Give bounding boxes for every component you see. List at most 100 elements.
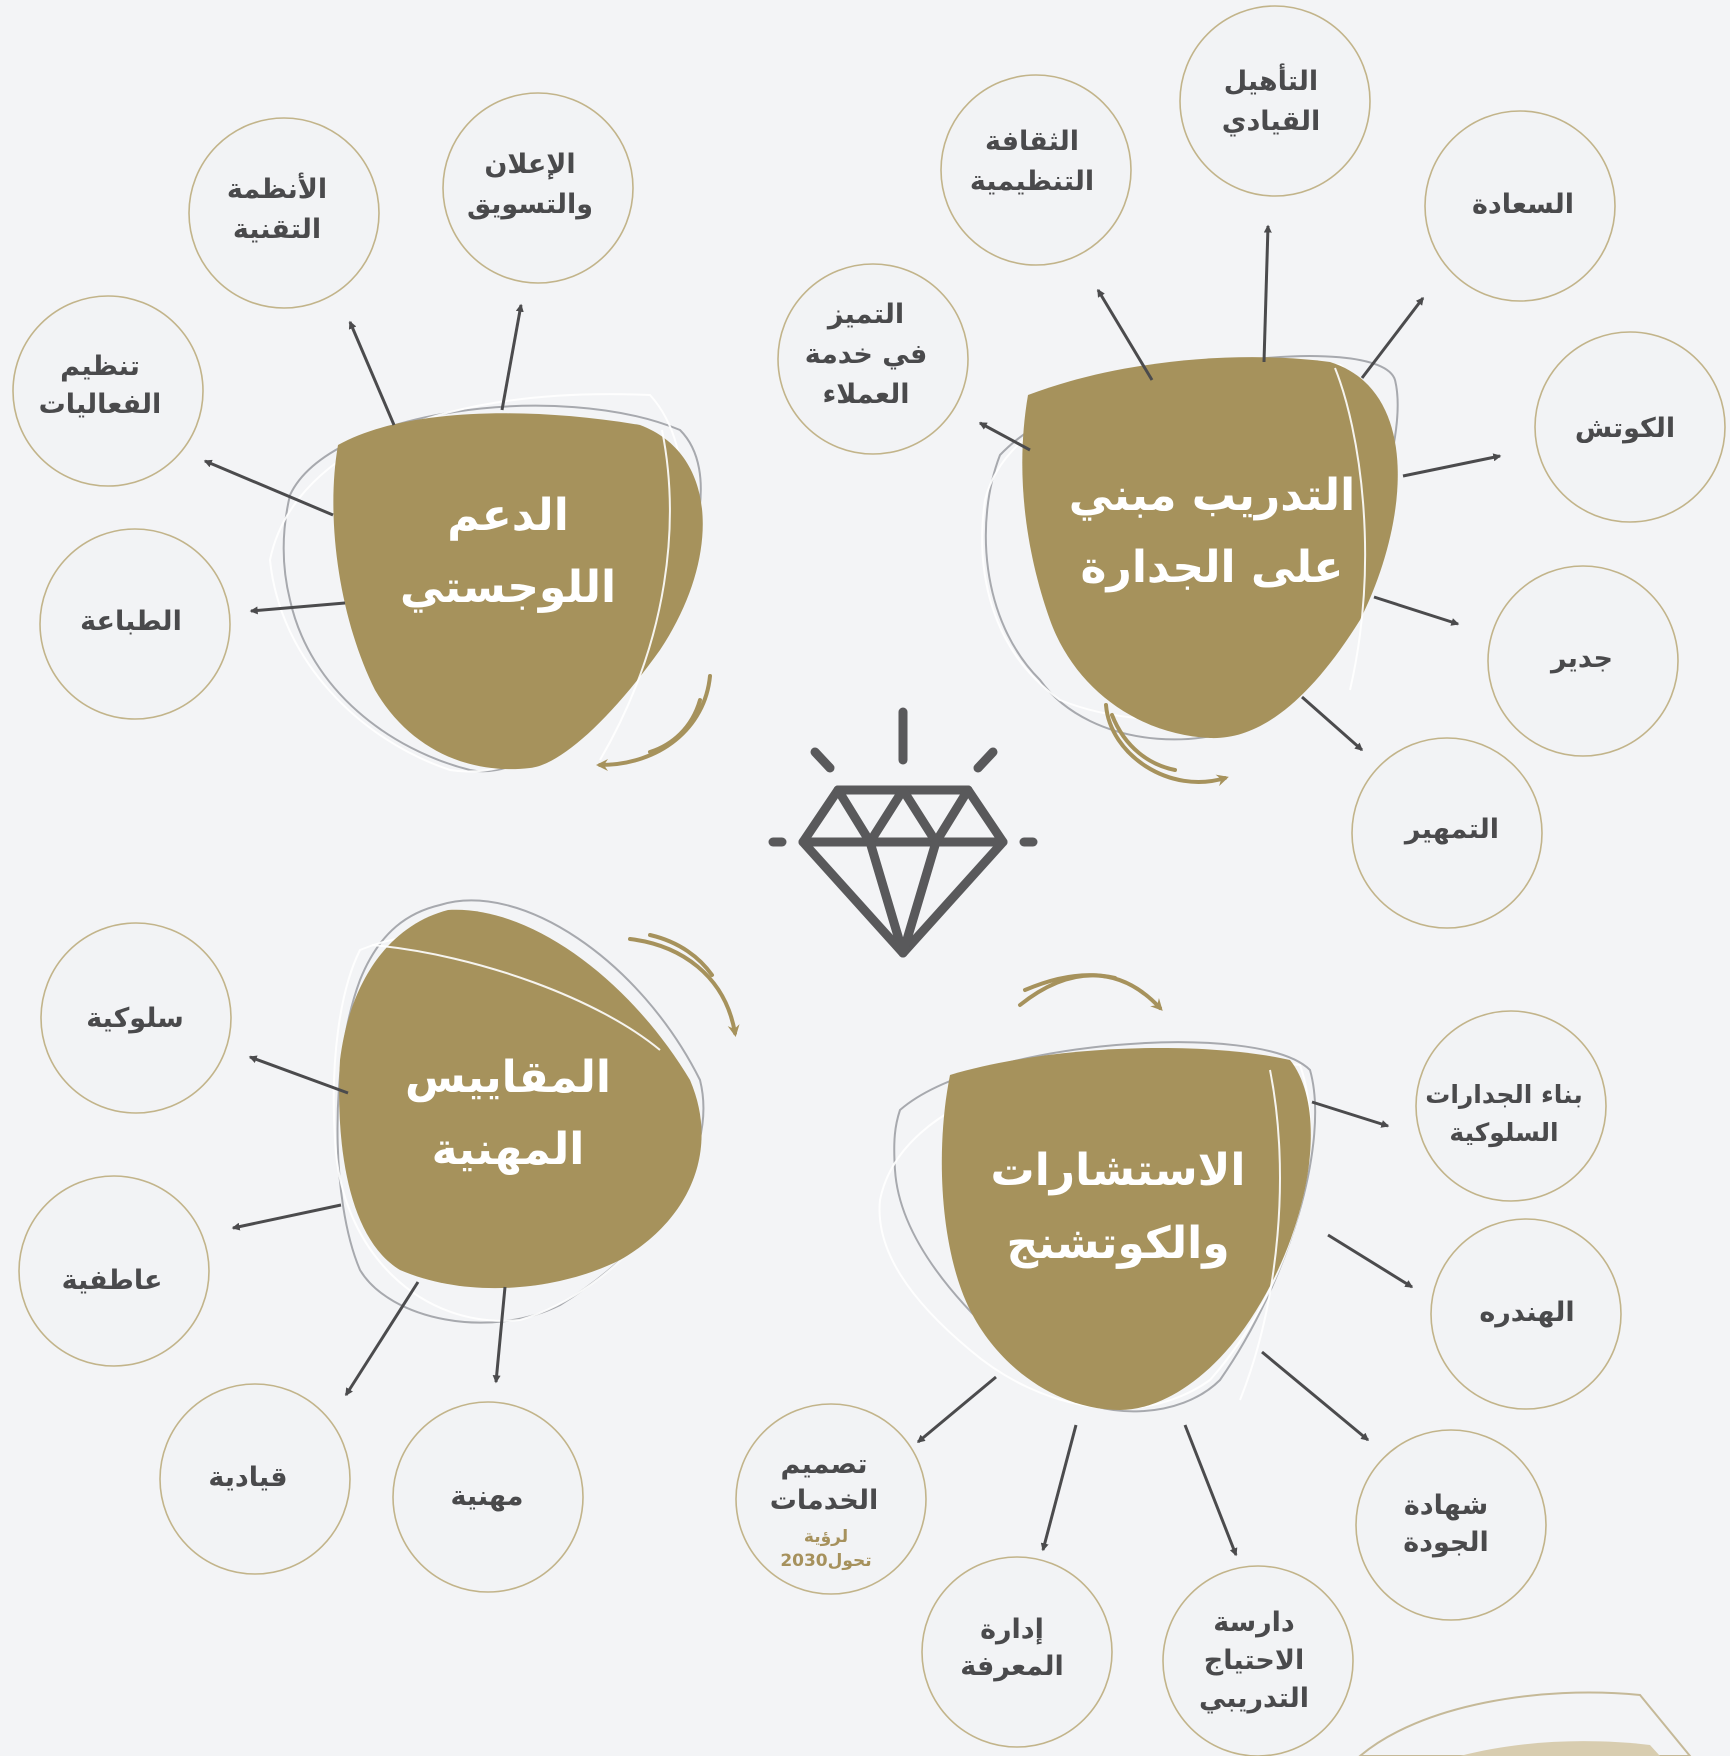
hub-logistic-line1: الدعم [447,490,569,541]
node-quality-certificate[interactable]: شهادة الجودة [1355,1429,1547,1621]
node-leadership-qualification[interactable]: التأهيل القيادي [1179,5,1371,197]
node-note: لرؤية [804,1527,848,1547]
node-label: التميز [826,299,904,330]
node-coach[interactable]: الكوتش [1534,331,1726,523]
node-label: سلوكية [86,1003,184,1034]
node-label: تصميم [780,1449,867,1480]
arrow [348,320,396,426]
arrow [249,601,346,615]
node-label: التأهيل [1224,63,1318,97]
node-label: الجودة [1403,1527,1489,1558]
node-building-competencies[interactable]: بناء الجدارات السلوكية [1415,1010,1607,1202]
hub-measures-line1: المقاييس [405,1052,611,1103]
node-label: قيادية [208,1462,287,1493]
node-label: التقنية [233,214,321,245]
hub-competency-arrows [978,224,1502,752]
node-happiness[interactable]: السعادة [1424,110,1616,302]
node-label: السعادة [1472,189,1574,220]
arrow [1040,1424,1078,1552]
node-label: العملاء [822,379,909,410]
node-label: القيادي [1222,106,1321,137]
node-leadership[interactable]: قيادية [159,1383,351,1575]
arrow [1262,224,1272,363]
decorative-partial-shape [1358,1691,1692,1756]
arrow [231,1203,342,1231]
hub-professional-measures[interactable]: المقاييس المهنية [332,899,705,1324]
node-label: في خدمة [805,339,928,370]
node-label: الاحتياج [1204,1645,1304,1676]
node-label: تنظيم [60,351,140,382]
hub-competency-line1: التدريب مبني [1069,470,1355,521]
arrow [492,1286,507,1384]
arrow [500,303,524,411]
node-training-needs-study[interactable]: دارسة الاحتياج التدريبي [1162,1565,1354,1756]
node-label: شهادة [1404,1490,1488,1521]
node-label: الهندره [1479,1297,1574,1328]
node-service-design[interactable]: تصميم الخدمات لرؤية تحول2030 [735,1403,927,1595]
node-label: الطباعة [80,606,182,637]
node-note: تحول2030 [780,1551,871,1571]
node-professional[interactable]: مهنية [392,1401,584,1593]
arrow [1311,1100,1390,1128]
arrow [1183,1424,1238,1557]
hub-logistic-line2: اللوجستي [400,562,616,613]
node-label: بناء الجدارات [1425,1080,1583,1109]
node-label: التدريبي [1199,1683,1309,1714]
node-label: الفعاليات [39,389,162,420]
node-technical-systems[interactable]: الأنظمة التقنية [188,117,380,309]
arrow [1402,453,1502,478]
hub-measures-arrows [231,1055,507,1397]
node-label: الثقافة [985,126,1079,157]
node-behavioral[interactable]: سلوكية [40,922,232,1114]
hub-consulting-line2: والكوتشنج [1006,1218,1229,1269]
node-label: التمهير [1403,814,1499,845]
node-label: التنظيمية [970,166,1094,197]
arrow [1360,296,1425,379]
node-label: إدارة [980,1614,1044,1645]
node-jadeer[interactable]: جدير [1487,565,1679,757]
curved-arrow-stroke [1023,973,1117,992]
node-emotional[interactable]: عاطفية [18,1175,210,1367]
curved-arrow-icon [628,937,740,1037]
hub-measures-line2: المهنية [432,1124,585,1175]
arrow [1261,1350,1370,1442]
node-label: مهنية [451,1481,524,1512]
node-label: دارسة [1213,1607,1295,1638]
hub-consulting-arrows [916,1100,1414,1557]
node-advertising-marketing[interactable]: الإعلان والتسويق [442,92,634,284]
node-label: الأنظمة [227,172,327,205]
node-label: المعرفة [960,1651,1064,1682]
node-label: الخدمات [770,1485,878,1516]
arrow [1373,595,1460,626]
arrow [344,1281,420,1397]
arrow [916,1375,997,1444]
node-knowledge-management[interactable]: إدارة المعرفة [921,1556,1113,1748]
hub-competency-line2: على الجدارة [1081,542,1344,593]
node-label: والتسويق [467,189,593,220]
diamond-icon [768,707,1038,958]
curved-arrow-icon [1018,973,1163,1011]
node-organizational-culture[interactable]: الثقافة التنظيمية [940,74,1132,266]
arrow [203,459,334,517]
hub-consulting-coaching[interactable]: الاستشارات والكوتشنج [878,1041,1317,1413]
arrow [978,421,1031,452]
node-printing[interactable]: الطباعة [39,528,231,720]
node-alhandra[interactable]: الهندره [1430,1218,1622,1410]
hub-logistic-support[interactable]: الدعم اللوجستي [268,393,703,773]
node-label: عاطفية [62,1265,163,1296]
curved-arrow-stroke [648,933,714,977]
node-label: الإعلان [484,149,575,180]
node-tamheer[interactable]: التمهير [1351,737,1543,929]
node-customer-service-excellence[interactable]: التميز في خدمة العملاء [777,263,969,455]
curved-arrow-icon [1104,703,1229,787]
node-label: الكوتش [1575,413,1675,444]
hub-competency-training[interactable]: التدريب مبني على الجدارة [981,355,1399,741]
hub-consulting-line1: الاستشارات [991,1145,1246,1196]
hub-logistic-arrows [203,303,524,615]
arrow [1096,288,1154,381]
curved-arrow-stroke [648,698,702,754]
node-event-organization[interactable]: تنظيم الفعاليات [12,295,204,487]
arrow [248,1055,349,1095]
curved-arrow-stroke [1110,713,1177,772]
